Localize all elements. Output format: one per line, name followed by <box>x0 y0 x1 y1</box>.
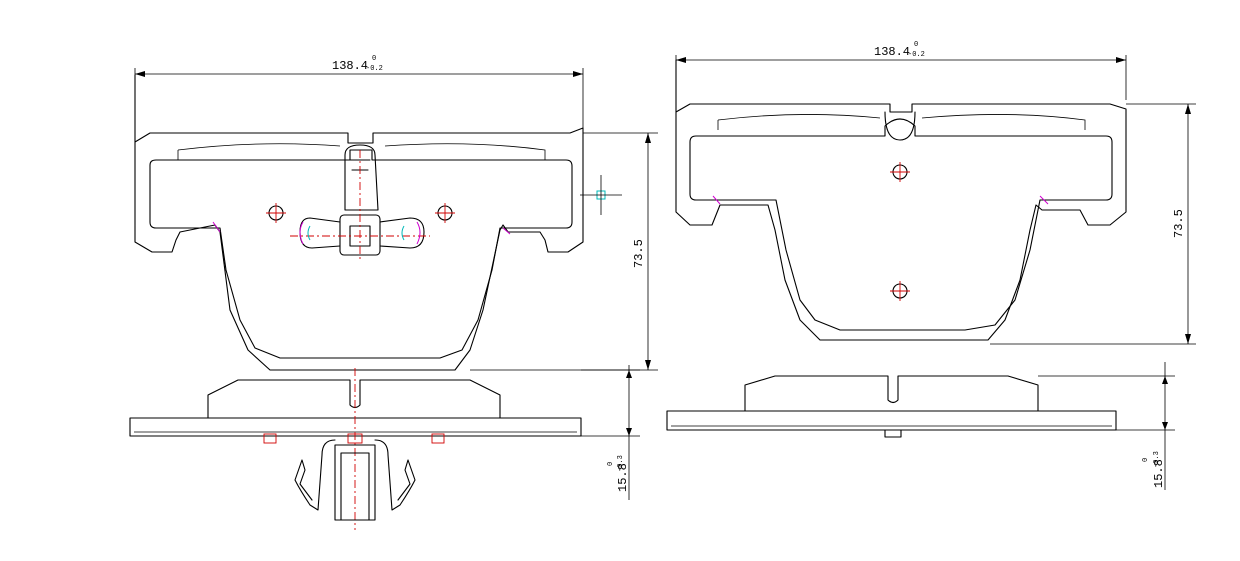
right-side-backing <box>666 410 1117 431</box>
left-width-upper-tol: 0 <box>372 55 376 63</box>
left-pad-side-view <box>129 368 582 530</box>
left-side-friction <box>207 379 501 419</box>
left-thickness-upper-tol: 0 <box>607 462 615 466</box>
left-width-dimension: 138.4 0 -0.2 <box>134 55 584 128</box>
right-thickness-dimension: 15.8 0 -0.3 <box>1038 362 1175 490</box>
right-side-friction <box>744 375 1039 412</box>
left-clip-arms <box>299 217 425 249</box>
right-thickness-lower-tol: -0.3 <box>1153 451 1161 468</box>
right-width-upper-tol: 0 <box>914 41 918 49</box>
left-side-backing <box>129 417 582 437</box>
left-friction-material <box>149 149 573 359</box>
right-backing-plate <box>675 59 1127 341</box>
right-pad-front-view <box>675 59 1127 341</box>
right-width-value: 138.4 <box>874 45 910 59</box>
left-side-clip-arm-right <box>374 439 416 511</box>
left-backing-plate <box>134 74 584 371</box>
left-height-value: 73.5 <box>632 239 646 268</box>
left-top-groove <box>177 143 546 160</box>
left-side-clip-arm-left <box>294 439 336 511</box>
left-thickness-lower-tol: -0.3 <box>617 455 625 472</box>
right-height-value: 73.5 <box>1172 209 1186 238</box>
right-side-tab <box>884 429 902 438</box>
left-thickness-value: 15.8 <box>616 463 630 492</box>
right-width-dimension: 138.4 0 -0.2 <box>675 41 1127 100</box>
right-height-dimension: 73.5 <box>990 103 1196 345</box>
right-friction-material <box>689 118 1113 331</box>
left-side-clip <box>334 444 376 521</box>
right-thickness-upper-tol: 0 <box>1142 458 1150 462</box>
right-top-groove <box>717 114 1086 130</box>
left-width-value: 138.4 <box>332 59 368 73</box>
left-pad-front-view <box>134 74 622 371</box>
left-thickness-dimension: 15.8 0 -0.3 <box>581 365 640 500</box>
right-pad-side-view <box>666 375 1117 438</box>
right-width-lower-tol: -0.2 <box>908 51 925 59</box>
left-width-lower-tol: -0.2 <box>366 65 383 73</box>
right-thickness-value: 15.8 <box>1152 459 1166 488</box>
right-center-notch <box>884 111 916 141</box>
left-height-dimension: 73.5 <box>470 132 658 371</box>
